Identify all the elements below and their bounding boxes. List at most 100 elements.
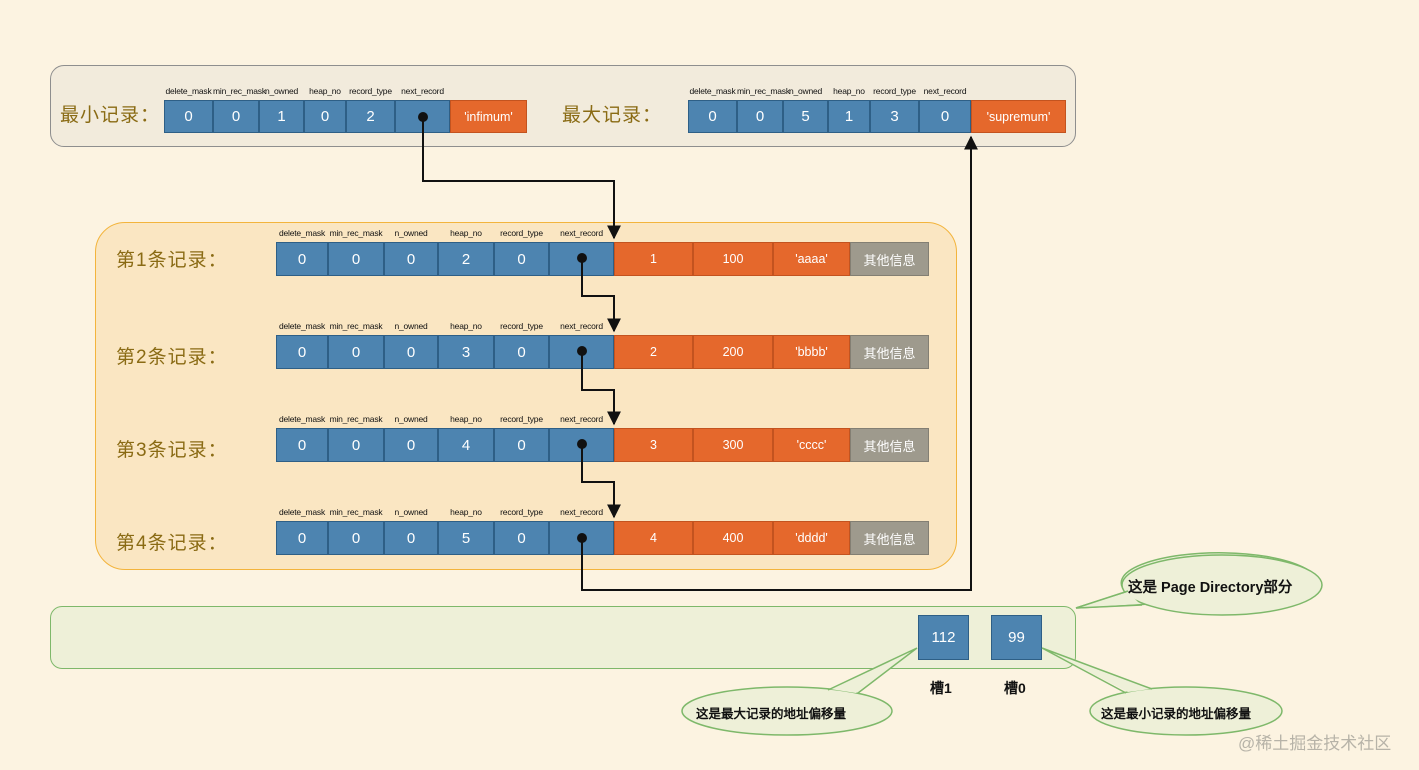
next-record-dot [577,533,587,543]
record-4-min-rec-mask-cell: 0 [328,521,384,555]
slot-1-label: 槽1 [930,680,952,696]
field-header: heap_no [450,321,482,331]
infimum-n-owned-cell: 1 [259,100,304,133]
pointer-record-4-to-supremum [581,135,978,591]
field-header: min_rec_mask [329,414,383,424]
supremum-record-type-cell: 3 [870,100,919,133]
infimum-min-rec-mask-cell: 0 [213,100,259,133]
field-header: heap_no [833,86,865,96]
field-header: min_rec_mask [329,321,383,331]
slot-1-note-bubble [681,686,893,736]
field-header: record_type [500,414,543,424]
field-header: delete_mask [689,86,736,96]
record-2-col3-cell: 'bbbb' [773,335,850,369]
record-1-col2-cell: 100 [693,242,773,276]
record-3-heap-no-cell: 4 [438,428,494,462]
record-2-other-info-cell: 其他信息 [850,335,929,369]
watermark: @稀土掘金技术社区 [1238,734,1392,753]
next-record-dot [577,346,587,356]
field-header: heap_no [450,414,482,424]
user-records-panel [95,222,957,570]
pointer-record-2-to-record-3 [581,351,621,426]
field-header: n_owned [788,86,823,96]
record-3-col1-cell: 3 [614,428,693,462]
record-1-col3-cell: 'aaaa' [773,242,850,276]
field-header: record_type [500,507,543,517]
supremum-label: 最大记录： [562,105,663,126]
record-3-min-rec-mask-cell: 0 [328,428,384,462]
record-4-col2-cell: 400 [693,521,773,555]
pointer-infimum-to-record-1 [422,117,621,240]
record-1-record-type-cell: 0 [494,242,549,276]
field-header: next_record [923,86,967,96]
record-2-col1-cell: 2 [614,335,693,369]
field-header: next_record [560,414,603,424]
slot-0-note-text: 这是最小记录的地址偏移量 [1101,707,1252,721]
field-header: record_type [349,86,392,96]
field-header: delete_mask [165,86,212,96]
page-directory-panel [50,606,1076,669]
record-1-min-rec-mask-cell: 0 [328,242,384,276]
field-header: n_owned [394,228,428,238]
field-header: record_type [500,321,543,331]
record-1-label: 第1条记录： [116,250,228,271]
record-1-delete-mask-cell: 0 [276,242,328,276]
field-header: next_record [560,321,603,331]
infimum-data-cell: 'infimum' [450,100,527,133]
field-header: n_owned [394,414,428,424]
field-header: n_owned [394,507,428,517]
field-header: delete_mask [279,414,325,424]
field-header: heap_no [450,228,482,238]
record-2-delete-mask-cell: 0 [276,335,328,369]
slot-0-cell: 99 [991,615,1042,660]
record-3-delete-mask-cell: 0 [276,428,328,462]
slot-0-label: 槽0 [1004,680,1026,696]
next-record-dot [577,439,587,449]
page-directory-callout-text: 这是 Page Directory部分 [1128,580,1293,596]
next-record-dot [418,112,428,122]
field-header: n_owned [264,86,299,96]
infimum-record-type-cell: 2 [346,100,395,133]
record-2-heap-no-cell: 3 [438,335,494,369]
record-4-label: 第4条记录： [116,533,228,554]
record-4-other-info-cell: 其他信息 [850,521,929,555]
slot-0-note-bubble [1089,686,1283,736]
field-header: next_record [401,86,444,96]
record-4-n-owned-cell: 0 [384,521,438,555]
record-4-col3-cell: 'dddd' [773,521,850,555]
record-2-min-rec-mask-cell: 0 [328,335,384,369]
record-4-delete-mask-cell: 0 [276,521,328,555]
field-header: min_rec_mask [329,507,383,517]
record-1-other-info-cell: 其他信息 [850,242,929,276]
infimum-label: 最小记录： [60,105,161,126]
record-2-record-type-cell: 0 [494,335,549,369]
record-3-n-owned-cell: 0 [384,428,438,462]
record-1-col1-cell: 1 [614,242,693,276]
record-4-record-type-cell: 0 [494,521,549,555]
field-header: record_type [500,228,543,238]
field-header: heap_no [309,86,341,96]
record-4-col1-cell: 4 [614,521,693,555]
field-header: min_rec_mask [737,86,790,96]
field-header: record_type [873,86,916,96]
field-header: heap_no [450,507,482,517]
supremum-data-cell: 'supremum' [971,100,1066,133]
field-header: delete_mask [279,321,325,331]
supremum-delete-mask-cell: 0 [688,100,737,133]
supremum-next-record-cell: 0 [919,100,971,133]
record-2-n-owned-cell: 0 [384,335,438,369]
record-3-col2-cell: 300 [693,428,773,462]
field-header: min_rec_mask [213,86,266,96]
infimum-heap-no-cell: 0 [304,100,346,133]
record-1-n-owned-cell: 0 [384,242,438,276]
record-1-heap-no-cell: 2 [438,242,494,276]
field-header: next_record [560,507,603,517]
field-header: next_record [560,228,603,238]
record-4-heap-no-cell: 5 [438,521,494,555]
record-3-label: 第3条记录： [116,440,228,461]
record-2-col2-cell: 200 [693,335,773,369]
pointer-record-3-to-record-4 [581,444,621,519]
record-2-label: 第2条记录： [116,347,228,368]
supremum-heap-no-cell: 1 [828,100,870,133]
